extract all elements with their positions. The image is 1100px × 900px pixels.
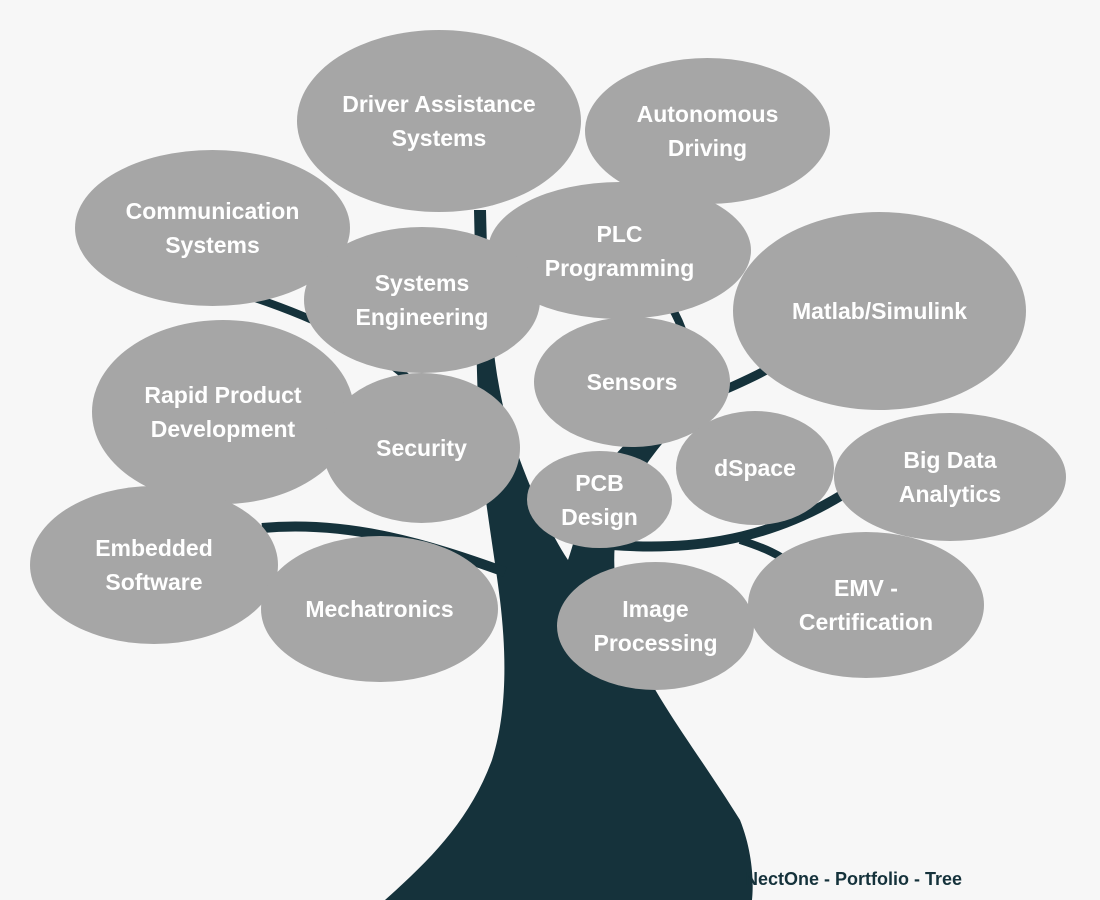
leaf-pcb-design: PCB Design xyxy=(527,451,672,548)
tree-trunk xyxy=(385,210,753,900)
leaf-dspace: dSpace xyxy=(676,411,834,525)
leaf-security: Security xyxy=(323,373,520,523)
leaf-systems-engineering: Systems Engineering xyxy=(304,227,540,373)
leaf-emv-certification: EMV - Certification xyxy=(748,532,984,678)
leaf-communication-systems: Communication Systems xyxy=(75,150,350,306)
branch-right-bigdata xyxy=(611,490,845,552)
leaf-mechatronics: Mechatronics xyxy=(261,536,498,682)
leaf-matlab-simulink: Matlab/Simulink xyxy=(733,212,1026,410)
leaf-embedded-software: Embedded Software xyxy=(30,486,278,644)
leaf-rapid-product-development: Rapid Product Development xyxy=(92,320,354,504)
leaf-big-data-analytics: Big Data Analytics xyxy=(834,413,1066,541)
leaf-driver-assistance-systems: Driver Assistance Systems xyxy=(297,30,581,212)
diagram-caption: NectOne - Portfolio - Tree xyxy=(745,869,963,889)
leaf-sensors: Sensors xyxy=(534,317,730,447)
leaf-autonomous-driving: Autonomous Driving xyxy=(585,58,830,204)
leaf-image-processing: Image Processing xyxy=(557,562,754,690)
